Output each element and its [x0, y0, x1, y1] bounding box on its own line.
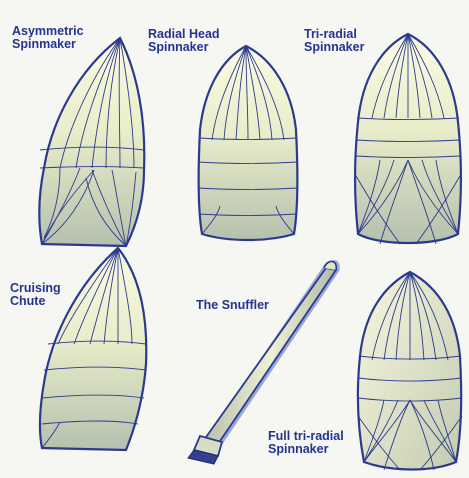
label-radial-head-spinnaker: Radial Head Spinnaker — [148, 28, 220, 54]
asymmetric-spinnaker-sail — [39, 38, 144, 246]
full-tri-radial-spinnaker-sail — [358, 272, 462, 470]
label-tri-radial-spinnaker: Tri-radial Spinnaker — [304, 28, 364, 54]
radial-head-spinnaker-sail — [198, 46, 298, 240]
label-cruising-chute: Cruising Chute — [10, 282, 61, 308]
label-snuffler: The Snuffler — [196, 299, 269, 312]
cruising-chute-sail — [40, 248, 146, 450]
label-asymmetric-spinnaker: Asymmetric Spinmaker — [12, 25, 84, 51]
label-full-tri-radial-spinnaker: Full tri-radial Spinnaker — [268, 430, 344, 456]
tri-radial-spinnaker-sail — [355, 34, 461, 244]
